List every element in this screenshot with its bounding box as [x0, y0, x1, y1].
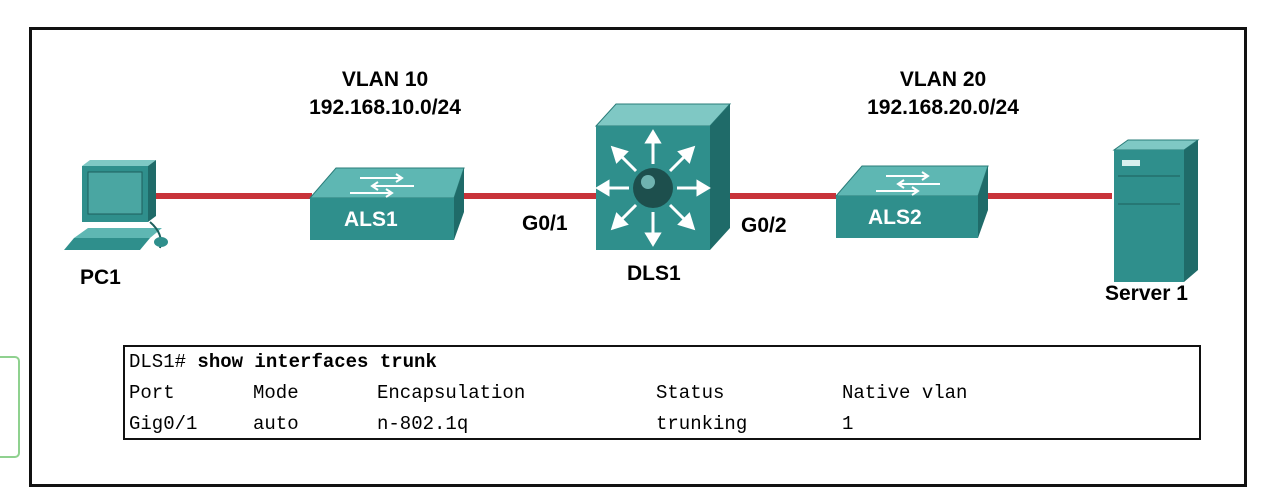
- als1-switch-icon: [308, 167, 465, 240]
- vlan10-subnet: 192.168.10.0/24: [309, 96, 461, 119]
- port-g0-2-label: G0/2: [741, 214, 787, 237]
- vlan20-name: VLAN 20: [899, 68, 987, 91]
- side-tab: [0, 356, 20, 458]
- als2-label: ALS2: [868, 206, 922, 229]
- port-g0-1-label: G0/1: [522, 212, 568, 235]
- dls1-label: DLS1: [627, 262, 681, 285]
- cli-command-line: DLS1# show interfaces trunk: [129, 347, 1195, 378]
- cli-prompt: DLS1#: [129, 351, 198, 373]
- cli-header-status: Status: [656, 382, 725, 404]
- pc-icon: [64, 160, 168, 250]
- vlan20-subnet: 192.168.20.0/24: [867, 96, 1019, 119]
- cli-header-encapsulation: Encapsulation: [377, 382, 526, 404]
- cli-cell-encapsulation: n-802.1q: [377, 413, 469, 435]
- als2-switch-icon: [834, 165, 989, 238]
- pc1-label: PC1: [80, 266, 121, 289]
- server-icon: [1112, 139, 1200, 282]
- server1-label: Server 1: [1105, 282, 1188, 305]
- cli-cell-status: trunking: [656, 413, 748, 435]
- cli-header-native-vlan: Native vlan: [842, 382, 968, 404]
- cli-cell-native-vlan: 1: [842, 413, 854, 435]
- cli-header-port: Port: [129, 382, 175, 404]
- cli-header-mode: Mode: [253, 382, 299, 404]
- als1-label: ALS1: [344, 208, 398, 231]
- cli-cell-mode: auto: [253, 413, 299, 435]
- cli-output-box: DLS1# show interfaces trunk Port Mode En…: [123, 345, 1201, 440]
- dls1-multilayer-switch-icon: [594, 103, 732, 250]
- vlan10-name: VLAN 10: [341, 68, 429, 91]
- cli-data-row: Gig0/1 auto n-802.1q trunking 1: [129, 409, 1195, 440]
- cli-cell-port: Gig0/1: [129, 413, 198, 435]
- cli-command: show interfaces trunk: [197, 351, 437, 373]
- vlan20-label: VLAN 20 192.168.20.0/24: [846, 66, 1040, 122]
- cli-header-row: Port Mode Encapsulation Status Native vl…: [129, 378, 1195, 409]
- vlan10-label: VLAN 10 192.168.10.0/24: [290, 66, 480, 122]
